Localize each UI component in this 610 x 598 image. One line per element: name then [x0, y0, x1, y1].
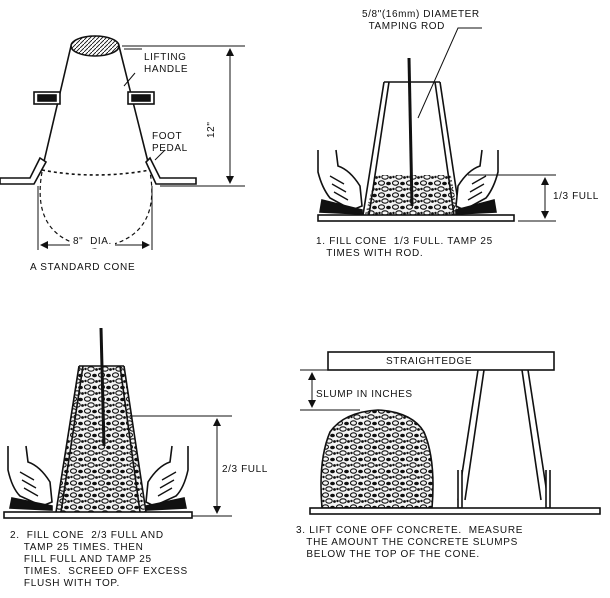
height-dimension-label: 12" [206, 121, 217, 138]
slump-in-inches-label: SLUMP IN INCHES [316, 389, 413, 400]
step1-cone [317, 27, 556, 222]
standard-cone-caption: A STANDARD CONE [30, 262, 136, 273]
foot-pedal-left [0, 156, 48, 185]
step1-left-foot [317, 149, 363, 215]
diameter-dimension-label: 8" DIA. [70, 236, 115, 248]
lifting-handle-label: LIFTING HANDLE [144, 52, 189, 75]
step1-right-foot [455, 149, 499, 215]
one-third-full-label: 1/3 FULL [553, 191, 599, 202]
foot-pedal-label: FOOT PEDAL [152, 131, 188, 154]
step3-caption: 3. LIFT CONE OFF CONCRETE. MEASURE THE A… [296, 525, 524, 560]
standard-cone [0, 35, 245, 250]
step3-scene [300, 351, 601, 515]
step2-left-foot [7, 445, 53, 511]
step1-caption: 1. FILL CONE 1/3 FULL. TAMP 25 TIMES WIT… [316, 236, 493, 259]
step2-cone [3, 327, 232, 519]
slumped-concrete [320, 409, 434, 509]
two-thirds-full-label: 2/3 FULL [222, 464, 268, 475]
straightedge-board [327, 351, 555, 371]
cone-top-opening [70, 35, 120, 57]
step2-caption: 2. FILL CONE 2/3 FULL AND TAMP 25 TIMES.… [10, 530, 188, 589]
step2-concrete [56, 366, 145, 512]
tamping-rod-label: 5/8"(16mm) DIAMETER TAMPING ROD [362, 9, 480, 32]
straightedge-label: STRAIGHTEDGE [386, 356, 473, 367]
step2-right-foot [145, 445, 189, 511]
foot-pedal-right [145, 156, 197, 185]
